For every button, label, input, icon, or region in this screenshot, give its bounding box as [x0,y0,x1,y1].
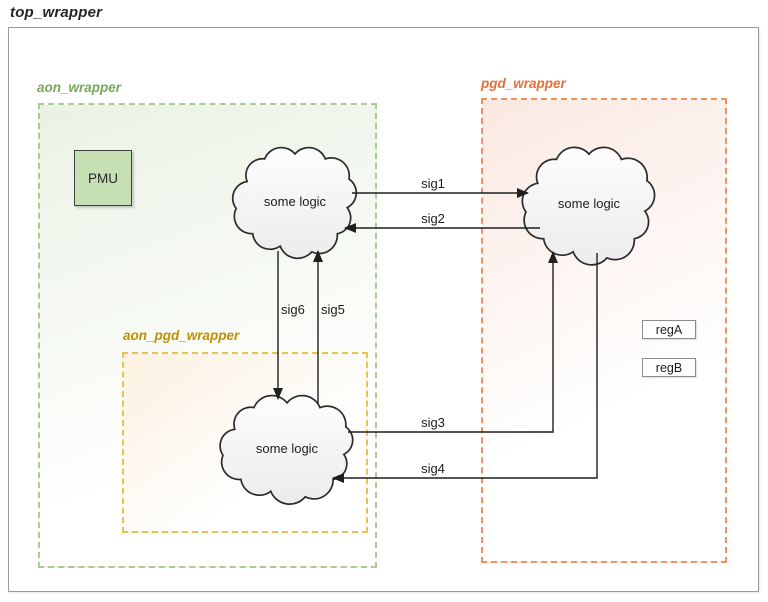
aon-wrapper-label: aon_wrapper [37,80,122,95]
pmu-block: PMU [74,150,132,206]
regB-block: regB [642,358,696,377]
sig4-label: sig4 [421,461,445,476]
sig6-label: sig6 [281,302,305,317]
sig1-label: sig1 [421,176,445,191]
sig5-label: sig5 [321,302,345,317]
sig2-label: sig2 [421,211,445,226]
top-wrapper-title: top_wrapper [10,4,103,21]
regA-block: regA [642,320,696,339]
pgd-wrapper-label: pgd_wrapper [481,76,566,91]
aon-logic-label: some logic [263,194,327,209]
aon-pgd-logic-label: some logic [255,441,319,456]
aon-pgd-wrapper-label: aon_pgd_wrapper [123,328,240,343]
sig3-label: sig3 [421,415,445,430]
pgd-logic-label: some logic [557,196,621,211]
